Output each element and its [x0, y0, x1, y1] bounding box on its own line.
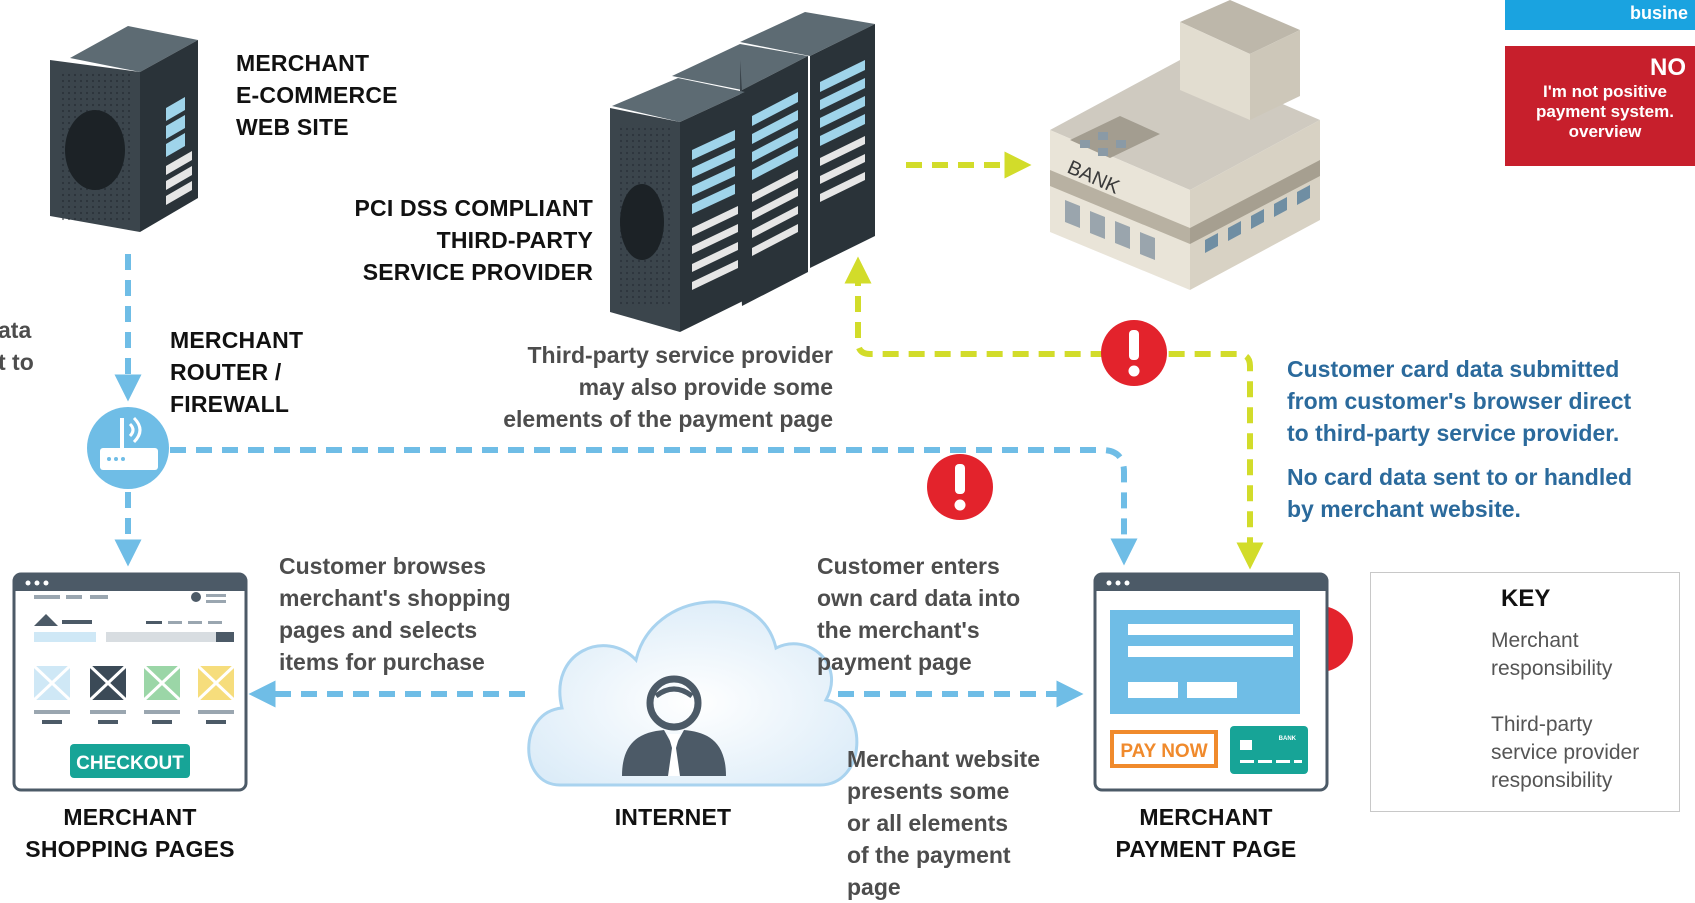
pci-provider-label: PCI DSS COMPLIANT THIRD-PARTY SERVICE PR…: [280, 192, 593, 288]
note-line: Customer browses: [279, 553, 487, 579]
third-party-elements-note: Third-party service provider may also pr…: [400, 339, 833, 435]
internet-label: INTERNET: [614, 804, 732, 830]
payment-page-line: MERCHANT: [1139, 804, 1273, 830]
shopping-page-window: CHECKOUT: [12, 572, 248, 792]
payment-page-window: PAY NOW BANK: [1093, 572, 1329, 792]
note-line: presents some: [847, 778, 1010, 804]
note-line: from customer's browser direct: [1287, 388, 1632, 414]
note-red-heading: NO: [1650, 54, 1686, 81]
merchant-server-icon: [50, 26, 198, 232]
card-submitted-note: Customer card data submitted from custom…: [1287, 353, 1692, 449]
router-line: ROUTER /: [170, 359, 282, 385]
key-merchant-label: Merchant responsibility: [1491, 627, 1612, 683]
note-line: may also provide some: [578, 374, 833, 400]
card-icon: BANK: [1230, 726, 1308, 774]
no-card-data-note: No card data sent to or handled by merch…: [1287, 461, 1692, 525]
key-line: responsibility: [1491, 657, 1613, 680]
router-line: MERCHANT: [170, 327, 304, 353]
key-line: Third-party: [1491, 713, 1593, 736]
key-third-party-label: Third-party service provider responsibil…: [1491, 711, 1639, 795]
cut-left-text: ata t to: [0, 314, 34, 378]
shopping-pages-line: MERCHANT: [63, 804, 197, 830]
note-red: NO I'm not positive payment system. over…: [1505, 46, 1695, 166]
checkout-button[interactable]: CHECKOUT: [70, 744, 190, 778]
enters-note: Customer enters own card data into the m…: [817, 550, 1020, 678]
shopping-pages-label: MERCHANT SHOPPING PAGES: [0, 801, 260, 865]
note-red-line: overview: [1568, 122, 1642, 141]
cut-left-line: ata: [0, 317, 32, 343]
card-brand-text: BANK: [1279, 736, 1297, 742]
note-line: No card data sent to or handled: [1287, 464, 1633, 490]
note-line: by merchant website.: [1287, 496, 1521, 522]
note-line: the merchant's: [817, 617, 980, 643]
note-line: pages and selects: [279, 617, 478, 643]
note-blue: busine: [1505, 0, 1695, 30]
pci-provider-line: PCI DSS COMPLIANT: [354, 195, 593, 221]
note-line: Customer enters: [817, 553, 1000, 579]
note-line: own card data into: [817, 585, 1021, 611]
key-line: Merchant: [1491, 629, 1579, 652]
note-line: of the payment: [847, 842, 1011, 868]
router-label: MERCHANT ROUTER / FIREWALL: [170, 324, 303, 420]
key-legend: KEY Merchant responsibility Third-party …: [1370, 572, 1680, 812]
key-line: responsibility: [1491, 769, 1613, 792]
alert-icon: [927, 454, 993, 520]
payment-page-label: MERCHANT PAYMENT PAGE: [1081, 801, 1331, 865]
note-line: items for purchase: [279, 649, 485, 675]
router-icon: [87, 407, 169, 489]
third-party-flow-lines: [844, 151, 1264, 570]
note-line: page: [847, 874, 901, 900]
provider-servers-icon: [610, 12, 875, 332]
note-blue-text: busine: [1630, 3, 1689, 23]
note-line: elements of the payment page: [503, 406, 833, 432]
note-red-line: I'm not positive: [1543, 82, 1667, 101]
merchant-site-line: E-COMMERCE: [236, 82, 398, 108]
note-line: payment page: [817, 649, 972, 675]
router-line: FIREWALL: [170, 391, 290, 417]
browses-note: Customer browses merchant's shopping pag…: [279, 550, 511, 678]
merchant-site-line: MERCHANT: [236, 50, 370, 76]
bank-building-icon: BANK: [1050, 0, 1320, 290]
note-line: Merchant website: [847, 746, 1040, 772]
alert-icon: [1101, 320, 1167, 386]
checkout-label: CHECKOUT: [76, 753, 184, 774]
note-line: Third-party service provider: [527, 342, 834, 368]
person-icon: [622, 675, 726, 776]
pay-now-label: PAY NOW: [1120, 741, 1207, 762]
pci-provider-line: SERVICE PROVIDER: [362, 259, 593, 285]
note-line: or all elements: [847, 810, 1009, 836]
provider-payment-arrow: [844, 256, 1264, 570]
shopping-pages-line: SHOPPING PAGES: [25, 836, 235, 862]
merchant-site-line: WEB SITE: [236, 114, 349, 140]
pay-now-button[interactable]: PAY NOW: [1110, 730, 1218, 768]
key-line: service provider: [1491, 741, 1640, 764]
merchant-site-label: MERCHANT E-COMMERCE WEB SITE: [236, 47, 398, 143]
note-line: merchant's shopping: [279, 585, 511, 611]
cut-left-line: t to: [0, 349, 34, 375]
key-title: KEY: [1501, 585, 1551, 612]
payment-page-line: PAYMENT PAGE: [1115, 836, 1297, 862]
note-line: to third-party service provider.: [1287, 420, 1620, 446]
pci-provider-line: THIRD-PARTY: [436, 227, 593, 253]
note-red-line: payment system.: [1536, 102, 1674, 121]
note-line: Customer card data submitted: [1287, 356, 1620, 382]
presents-note: Merchant website presents some or all el…: [847, 743, 1040, 903]
